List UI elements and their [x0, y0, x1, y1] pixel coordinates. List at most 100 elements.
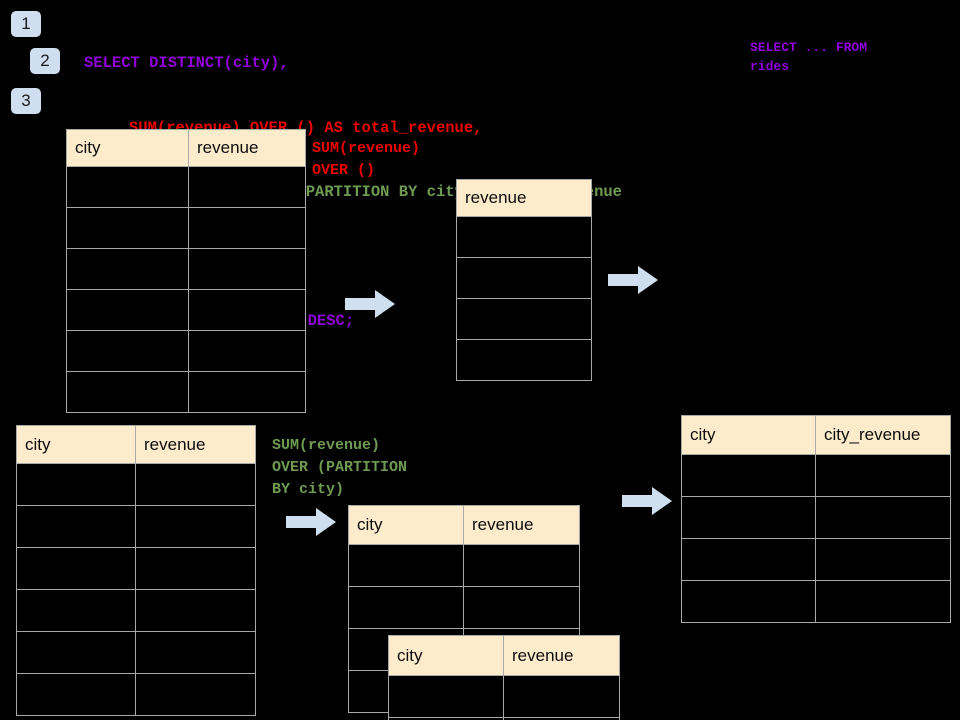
table-header-row: city revenue: [16, 425, 256, 464]
table-row: [16, 631, 256, 674]
cell-city-revenue: [815, 454, 951, 497]
cell-revenue: [135, 547, 256, 590]
arrow-total-to-right: [608, 266, 658, 294]
sql-line-select: SELECT DISTINCT(city),: [84, 54, 289, 72]
cell-city: [681, 496, 816, 539]
table-header-row: city revenue: [66, 129, 306, 167]
cell-city: [66, 371, 189, 413]
table-row: [66, 371, 306, 413]
cell-city: [16, 673, 136, 716]
final-result-table: city city_revenue: [681, 415, 951, 623]
cell-revenue: [463, 544, 580, 587]
partition-group-b-table: city revenue: [388, 635, 620, 720]
cell-revenue: [456, 257, 592, 299]
annotation-city-revenue: SUM(revenue) OVER (PARTITION BY city): [272, 437, 408, 498]
cell-revenue: [188, 166, 306, 208]
column-header-revenue: revenue: [463, 505, 580, 545]
arrow-partition-to-final: [622, 487, 672, 515]
table-header-row: city city_revenue: [681, 415, 951, 455]
cell-revenue: [188, 371, 306, 413]
arrow-source-to-total: [345, 290, 395, 318]
rides-source-partition-table: city revenue: [16, 425, 256, 716]
table-row: [66, 207, 306, 249]
table-row: [66, 166, 306, 208]
arrow-source-to-partition: [286, 508, 336, 536]
table-header-row: city revenue: [388, 635, 620, 676]
cell-revenue: [135, 505, 256, 548]
table-row: [66, 248, 306, 290]
cell-city: [681, 454, 816, 497]
table-row: [16, 505, 256, 548]
cell-city: [66, 207, 189, 249]
column-header-city: city: [388, 635, 504, 676]
rides-source-table: city revenue: [66, 129, 306, 413]
table-row: [681, 538, 951, 581]
column-header-revenue: revenue: [503, 635, 620, 676]
table-row: [681, 454, 951, 497]
cell-revenue: [135, 631, 256, 674]
table-row: [16, 547, 256, 590]
table-row: [16, 463, 256, 506]
step-badge-2: 2: [30, 48, 60, 74]
table-row: [681, 496, 951, 539]
cell-city-revenue: [815, 580, 951, 623]
step-badge-3: 3: [11, 88, 41, 114]
table-row: [456, 216, 592, 258]
table-row: [16, 673, 256, 716]
cell-city: [16, 505, 136, 548]
table-row: [66, 289, 306, 331]
cell-revenue: [463, 586, 580, 629]
column-header-city: city: [348, 505, 464, 545]
cell-revenue: [456, 216, 592, 258]
cell-revenue: [188, 207, 306, 249]
table-row: [388, 675, 620, 718]
cell-city-revenue: [815, 496, 951, 539]
table-row: [456, 257, 592, 299]
cell-city: [348, 544, 464, 587]
table-row: [456, 298, 592, 340]
cell-revenue: [135, 463, 256, 506]
cell-city-revenue: [815, 538, 951, 581]
table-row: [681, 580, 951, 623]
cell-revenue: [188, 248, 306, 290]
cell-city: [348, 586, 464, 629]
cell-revenue: [135, 673, 256, 716]
cell-city: [681, 580, 816, 623]
cell-city: [66, 289, 189, 331]
cell-revenue: [135, 589, 256, 632]
table-row: [66, 330, 306, 372]
cell-revenue: [456, 298, 592, 340]
cell-revenue: [188, 330, 306, 372]
cell-city: [681, 538, 816, 581]
step-badge-1: 1: [11, 11, 41, 37]
cell-revenue: [456, 339, 592, 381]
select-from-rides-note: SELECT ... FROM rides: [750, 40, 875, 74]
cell-city: [16, 547, 136, 590]
column-header-revenue: revenue: [135, 425, 256, 464]
cell-revenue: [188, 289, 306, 331]
total-revenue-table: revenue: [456, 179, 592, 381]
column-header-city: city: [681, 415, 816, 455]
annotation-total-revenue: SUM(revenue) OVER (): [312, 140, 421, 179]
column-header-revenue: revenue: [456, 179, 592, 217]
cell-revenue: [503, 675, 620, 718]
column-header-city: city: [16, 425, 136, 464]
cell-city: [66, 166, 189, 208]
cell-revenue: [503, 717, 620, 720]
table-row: [388, 717, 620, 720]
cell-city: [388, 675, 504, 718]
cell-city: [16, 631, 136, 674]
table-header-row: revenue: [456, 179, 592, 217]
table-header-row: city revenue: [348, 505, 580, 545]
table-row: [456, 339, 592, 381]
cell-city: [66, 248, 189, 290]
cell-city: [16, 589, 136, 632]
cell-city: [66, 330, 189, 372]
column-header-city-revenue: city_revenue: [815, 415, 951, 455]
column-header-city: city: [66, 129, 189, 167]
table-row: [348, 586, 580, 629]
table-row: [16, 589, 256, 632]
table-row: [348, 544, 580, 587]
partition-group-a-table: city revenue: [348, 505, 580, 713]
